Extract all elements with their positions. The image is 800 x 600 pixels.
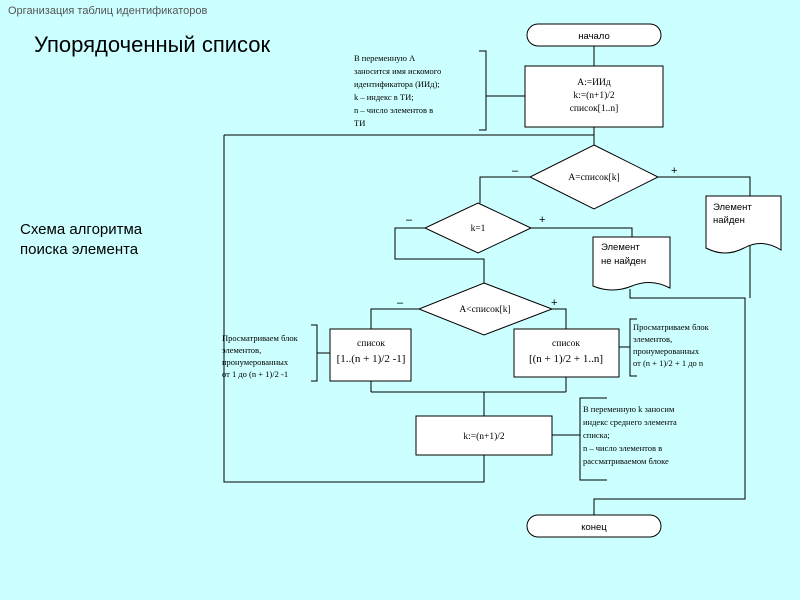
right-box-line2: [(n + 1)/2 + 1..n] [529,353,603,365]
not-found-to-end [593,289,746,515]
init-note-line3: идентификатора (ИИд); [354,79,440,89]
init-comment: В переменную A заносится имя искомого ид… [354,50,525,131]
right-list-box: список [(n + 1)/2 + 1..n] [513,328,620,378]
not-found-document: Элемент не найден [592,236,671,291]
decision-less: A<список[k] – + [397,282,557,336]
init-line1: A:=ИИд [577,78,611,88]
right-note-line4: от (n + 1)/2 + 1 до n [633,358,704,368]
decision-k1: k=1 – + [406,202,545,254]
decision-less-minus: – [397,297,404,309]
right-comment: Просматриваем блок элементов, пронумеров… [619,318,710,377]
branch-eq-plus [658,176,751,196]
decision-less-label: A<список[k] [459,305,510,315]
branch-k1-minus [394,227,485,283]
left-box-line2: [1..(n + 1)/2 -1] [337,353,406,365]
decision-equals: A=список[k] – + [512,144,677,210]
right-note-line2: элементов, [633,334,672,344]
right-note-line1: Просматриваем блок [633,322,710,332]
init-note-line1: В переменную A [354,53,416,63]
left-note-line3: пронумерованных [222,357,289,367]
mid-note-line1: В переменную k заносим [583,404,675,414]
decision-k1-minus: – [406,214,413,226]
slide-title: Упорядоченный список [34,32,271,57]
right-box-line1: список [552,339,580,349]
decision-equals-minus: – [512,165,519,177]
end-label: конец [581,522,607,533]
loop-left-line [223,135,485,483]
scheme-caption: Схема алгоритма поиска элемента [20,220,142,260]
init-line2: k:=(n+1)/2 [573,90,615,101]
mid-note-line2: индекс среднего элемента [583,417,677,427]
left-box-line1: список [357,339,385,349]
branch-lt-minus [370,308,419,329]
start-label: начало [578,31,610,42]
scheme-caption-line2: поиска элемента [20,241,139,258]
decision-equals-plus: + [671,165,677,177]
decision-equals-label: A=список[k] [568,173,619,183]
init-line3: список[1..n] [570,104,619,114]
mid-note-line5: рассматриваемом блоке [583,456,669,466]
branch-k1-plus [531,227,633,237]
init-note-line4: k – индекс в ТИ; [354,92,414,102]
mid-note-line4: n – число элементов в [583,443,662,453]
init-note-line2: заносится имя искомого [354,66,441,76]
start-terminator: начало [526,23,662,47]
end-terminator: конец [526,514,662,538]
found-line2: найден [713,215,745,226]
init-note-line5: n – число элементов в [354,105,433,115]
flow-connectors [223,46,751,515]
assign-k-label: k:=(n+1)/2 [463,431,505,442]
mid-note-line3: списка; [583,430,610,440]
init-note-line6: ТИ [354,118,365,128]
decision-less-plus: + [551,297,557,309]
left-note-line4: от 1 до (n + 1)/2 -1 [222,369,288,379]
topic-header: Организация таблиц идентификаторов [8,5,208,17]
found-document: Элемент найден [705,195,782,254]
found-line1: Элемент [713,202,752,213]
left-comment: Просматриваем блок элементов, пронумеров… [222,324,330,382]
left-list-box: список [1..(n + 1)/2 -1] [329,328,412,382]
branch-lt-plus [552,308,567,329]
not-found-line1: Элемент [601,242,640,253]
not-found-line2: не найден [601,256,646,267]
assign-k-process: k:=(n+1)/2 [415,415,553,456]
decision-k1-label: k=1 [471,224,486,234]
decision-k1-plus: + [539,214,545,226]
right-note-line3: пронумерованных [633,346,700,356]
left-note-line2: элементов, [222,345,261,355]
branch-eq-minus [479,176,530,203]
left-note-line1: Просматриваем блок [222,333,299,343]
init-process: A:=ИИд k:=(n+1)/2 список[1..n] [524,65,664,128]
scheme-caption-line1: Схема алгоритма [20,221,143,238]
mid-comment: В переменную k заносим индекс среднего э… [552,397,677,481]
